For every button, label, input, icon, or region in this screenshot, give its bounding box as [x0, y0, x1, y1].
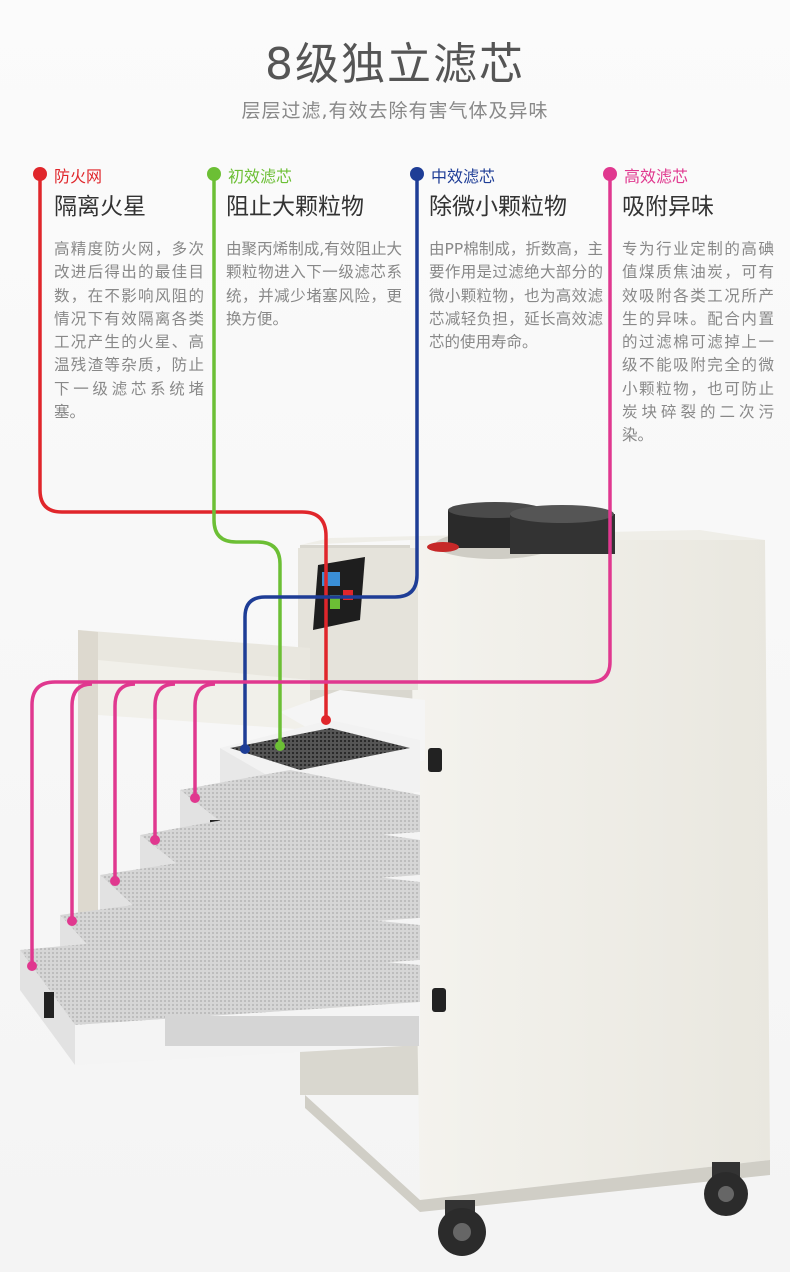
control-panel-screen [313, 557, 365, 630]
latch-bottom [432, 988, 446, 1012]
page-title: 8级独立滤芯 [265, 39, 525, 90]
page-subtitle: 层层过滤,有效去除有害气体及异味 [241, 100, 549, 122]
filter-drawers [20, 690, 425, 1065]
column-body: 由聚丙烯制成,有效阻止大颗粒物进入下一级滤芯系统，并减少堵塞风险，更换方便。 [226, 240, 402, 328]
column-tag: 高效滤芯 [624, 167, 689, 186]
column-heading: 隔离火星 [54, 194, 146, 220]
round-marker-dot-icon [27, 167, 617, 971]
column-tag: 防火网 [54, 167, 103, 186]
caster-wheels [438, 1162, 748, 1256]
column-tag: 中效滤芯 [431, 167, 496, 186]
column-high-efficiency-filter: 高效滤芯 吸附异味 专为行业定制的高碘值煤质焦油炭，可有效吸附各类工况所产生的异… [610, 164, 774, 448]
column-heading: 吸附异味 [622, 194, 714, 220]
callout-lines [30, 174, 612, 965]
exhaust-ports [427, 502, 615, 559]
column-fire-mesh: 防火网 隔离火星 高精度防火网，多次改进后得出的最佳目数，在不影响风阻的情况下有… [40, 164, 204, 424]
column-tag: 初效滤芯 [228, 167, 293, 186]
column-primary-filter: 初效滤芯 阻止大颗粒物 由聚丙烯制成,有效阻止大颗粒物进入下一级滤芯系统，并减少… [214, 164, 402, 331]
door-frame [78, 630, 310, 990]
column-medium-filter: 中效滤芯 除微小颗粒物 由PP棉制成，折数高，主要作用是过滤绝大部分的微小颗粒物… [417, 164, 603, 354]
column-body: 由PP棉制成，折数高，主要作用是过滤绝大部分的微小颗粒物，也为高效滤芯减轻负担，… [429, 240, 603, 352]
column-heading: 除微小颗粒物 [429, 194, 567, 220]
latch-top [428, 748, 442, 772]
column-body: 专为行业定制的高碘值煤质焦油炭，可有效吸附各类工况所产生的异味。配合内置的过滤棉… [622, 240, 774, 445]
column-heading: 阻止大颗粒物 [226, 194, 364, 220]
column-body: 高精度防火网，多次改进后得出的最佳目数，在不影响风阻的情况下有效隔离各类工况产生… [54, 240, 204, 422]
emergency-stop [427, 542, 459, 552]
